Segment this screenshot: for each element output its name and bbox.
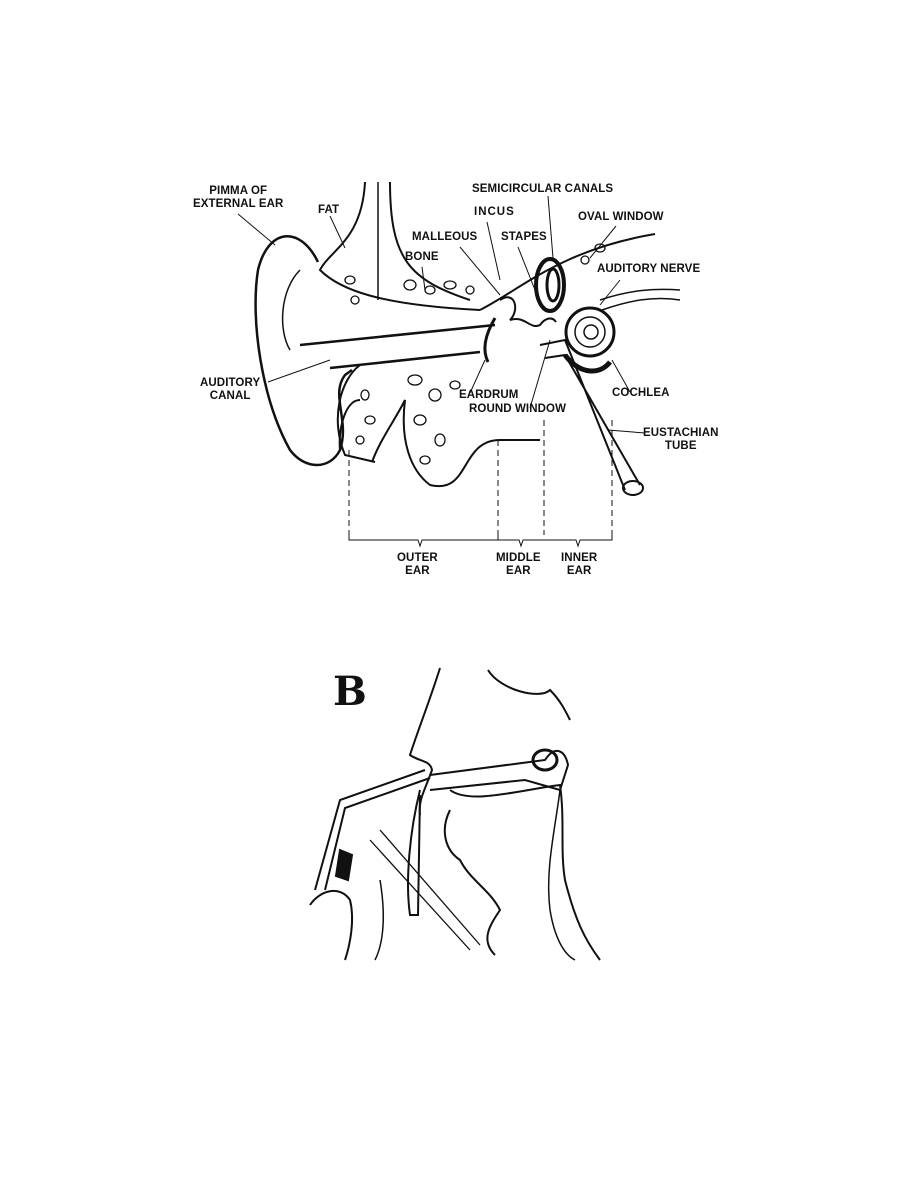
cochlea-label: COCHLEA [612, 387, 670, 399]
inner-ear-label-line1: INNER [561, 552, 598, 564]
ossicles [499, 296, 557, 328]
auditory-canal-label-line1: AUDITORY [200, 377, 261, 389]
cochlea [564, 306, 616, 358]
round-window-label: ROUND WINDOW [469, 403, 567, 415]
semicircular-canals-label: SEMICIRCULAR CANALS [472, 183, 614, 195]
outer-ear-label-line1: OUTER [397, 552, 438, 564]
bone-label: BONE [405, 251, 439, 263]
nasal-procedure-illustration [309, 667, 601, 961]
inner-ear-label-line2: EAR [566, 565, 592, 577]
pinna-label-line2: EXTERNAL EAR [193, 198, 284, 210]
eardrum-label: EARDRUM [459, 389, 519, 401]
outer-ear-label: OUTER EAR [397, 552, 438, 578]
pinna-label: PIMMA OF EXTERNAL EAR [193, 185, 283, 211]
fat-label: FAT [318, 204, 340, 216]
auditory-nerve [599, 288, 681, 311]
inner-ear-bracket [544, 535, 613, 548]
incus-label: INCUS [474, 206, 515, 218]
eustachian-tube-label: EUSTACHIAN TUBE [643, 427, 719, 453]
eustachian-label-line2: TUBE [664, 440, 697, 452]
auditory-canal-label: AUDITORY CANAL [200, 377, 260, 403]
oval-window-label: OVAL WINDOW [578, 211, 664, 223]
eustachian-label-line1: EUSTACHIAN [643, 427, 719, 439]
semicircular-canals [534, 257, 566, 313]
auditory-nerve-label: AUDITORY NERVE [597, 263, 701, 275]
middle-ear-label: MIDDLE EAR [496, 552, 541, 578]
eustachian-tube [539, 338, 641, 491]
auditory-canal [299, 323, 496, 370]
eardrum [483, 317, 497, 363]
figure-b-label: B [333, 668, 367, 715]
outer-ear-bracket [348, 535, 499, 548]
pinna-label-line1: PIMMA OF [209, 185, 268, 197]
outer-ear-label-line2: EAR [405, 565, 430, 577]
middle-ear-bracket [498, 539, 544, 548]
middle-ear-label-line2: EAR [506, 565, 531, 577]
malleous-label: MALLEOUS [412, 231, 478, 243]
inner-ear-label: INNER EAR [561, 552, 597, 578]
middle-ear-label-line1: MIDDLE [496, 552, 541, 564]
stapes-label: STAPES [501, 231, 547, 243]
auditory-canal-label-line2: CANAL [209, 390, 251, 402]
